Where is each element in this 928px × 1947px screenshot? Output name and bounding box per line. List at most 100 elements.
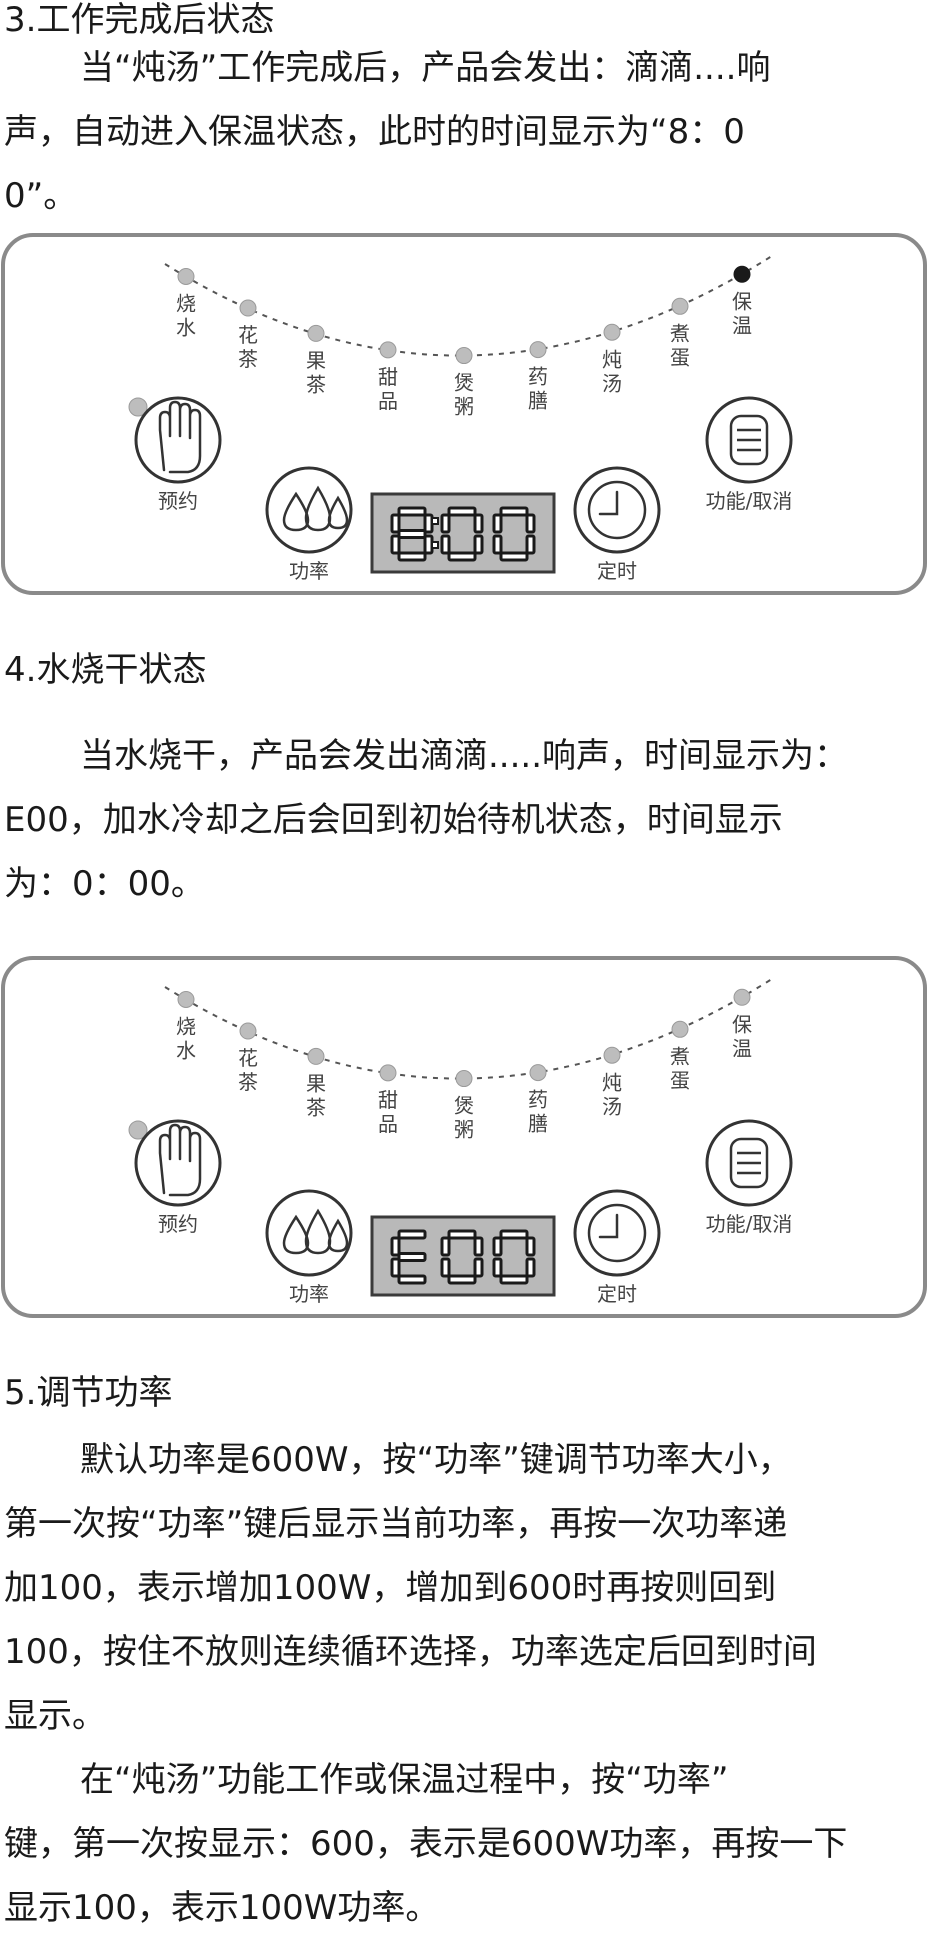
display-digit	[390, 1229, 427, 1285]
digit-segment	[397, 1252, 427, 1262]
digit-segment	[492, 1236, 503, 1257]
digit-segment	[440, 1236, 451, 1257]
mode-label-char: 膳	[528, 389, 548, 413]
text-line: 显示。	[4, 1696, 106, 1736]
panel-graphic: 烧水花茶果茶甜品煲粥药膳炖汤煮蛋保温预约功率定时功能/取消	[1, 233, 927, 595]
mode-label-char: 烧	[176, 291, 196, 315]
section-5-heading: 5.调节功率	[4, 1373, 173, 1413]
mode-label-char: 蛋	[670, 1068, 690, 1092]
digit-segment	[499, 1229, 529, 1240]
digit-segment	[390, 534, 401, 555]
mode-indicator-dot	[733, 265, 751, 283]
digit-segment	[440, 513, 451, 534]
function-cancel-button-label: 功能/取消	[706, 1212, 793, 1236]
mode-label-char: 品	[378, 389, 398, 413]
drop	[327, 495, 349, 530]
digit-segment	[499, 506, 529, 517]
mode-indicator-dot	[671, 297, 689, 315]
mode-label-char: 茶	[306, 372, 326, 396]
display-digit	[440, 1229, 484, 1285]
mode-indicator-dot	[307, 324, 325, 342]
section-3-heading: 3.工作完成后状态	[4, 0, 275, 40]
mode-label-char: 煲	[454, 371, 474, 395]
control-panel-dry: 烧水花茶果茶甜品煲粥药膳炖汤煮蛋保温预约功率定时功能/取消	[0, 955, 928, 1319]
digit-segment	[492, 513, 503, 534]
digit-segment	[440, 534, 451, 555]
display-digit	[390, 506, 434, 562]
mode-label-char: 煮	[670, 321, 690, 345]
mode-label-char: 膳	[528, 1112, 548, 1136]
mode-label-char: 汤	[602, 1094, 622, 1118]
mode-label-char: 汤	[602, 371, 622, 395]
mode-label-char: 甜	[378, 365, 398, 389]
mode-label-char: 炖	[602, 1070, 622, 1094]
text-line: 显示100，表示100W功率。	[4, 1888, 440, 1928]
digit-segment	[499, 551, 529, 562]
mode-label-char: 水	[176, 315, 196, 339]
digit-segment	[397, 1229, 427, 1240]
mode-indicator-dot	[529, 341, 547, 359]
mode-indicator-dot	[455, 347, 473, 365]
mode-label-char: 药	[528, 365, 548, 389]
mode-label-char: 茶	[238, 1070, 258, 1094]
timer-button-label: 定时	[597, 1282, 637, 1306]
section-3-text: 当“炖汤”工作完成后，产品会发出：滴滴....响 声，自动进入保温状态，此时的时…	[4, 36, 924, 228]
reserve-button-label: 预约	[158, 1212, 198, 1236]
mode-indicator-dot	[671, 1020, 689, 1038]
power-button-label: 功率	[289, 1282, 329, 1306]
text-line: 在“炖汤”功能工作或保温过程中，按“功率”	[80, 1760, 729, 1800]
panel-frame	[1, 233, 927, 595]
display-colon	[431, 541, 439, 549]
timer-button-label: 定时	[597, 559, 637, 583]
mode-indicator-dot	[239, 299, 257, 317]
text-line: 为：0：00。	[4, 864, 205, 904]
digit-segment	[473, 513, 484, 534]
digit-segment	[473, 1257, 484, 1278]
clock-hands	[598, 490, 619, 516]
reserve-button-label: 预约	[158, 489, 198, 513]
mode-label-char: 烧	[176, 1014, 196, 1038]
text-line: 键，第一次按显示：600，表示是600W功率，再按一下	[4, 1824, 848, 1864]
mode-label-char: 果	[306, 1071, 326, 1095]
mode-indicator-dot	[733, 988, 751, 1006]
mode-label-char: 品	[378, 1112, 398, 1136]
control-panel-finished: 烧水花茶果茶甜品煲粥药膳炖汤煮蛋保温预约功率定时功能/取消	[0, 232, 928, 596]
drop	[327, 1218, 349, 1253]
text-line: 当“炖汤”工作完成后，产品会发出：滴滴....响	[80, 48, 771, 88]
mode-indicator-dot	[379, 341, 397, 359]
text-line: 第一次按“功率”键后显示当前功率，再按一次功率递	[4, 1504, 788, 1544]
reserve-indicator-dot	[128, 1120, 148, 1140]
display-digit	[492, 1229, 536, 1285]
digit-segment	[499, 1274, 529, 1285]
drop	[304, 1208, 332, 1255]
mode-label-char: 甜	[378, 1088, 398, 1112]
digit-segment	[473, 534, 484, 555]
mode-label-char: 粥	[454, 1118, 474, 1142]
panel-frame	[1, 956, 927, 1318]
hand-icon	[158, 400, 202, 474]
digit-segment	[492, 1257, 503, 1278]
digit-segment	[447, 506, 477, 517]
digit-segment	[423, 513, 434, 534]
mode-label-char: 茶	[306, 1095, 326, 1119]
mode-label-char: 粥	[454, 395, 474, 419]
drops-icon	[282, 1208, 349, 1255]
digit-segment	[390, 513, 401, 534]
text-line: 100，按住不放则连续循环选择，功率选定后回到时间	[4, 1632, 817, 1672]
digit-segment	[525, 513, 536, 534]
digit-segment	[397, 529, 427, 539]
display-digit	[492, 506, 536, 562]
drop	[304, 485, 332, 532]
digit-segment	[397, 506, 427, 517]
digit-segment	[525, 1236, 536, 1257]
panel-graphic: 烧水花茶果茶甜品煲粥药膳炖汤煮蛋保温预约功率定时功能/取消	[1, 956, 927, 1318]
power-button	[265, 1189, 353, 1277]
hand-outline	[158, 1123, 202, 1197]
mode-label-char: 花	[238, 323, 258, 347]
section-4-heading: 4.水烧干状态	[4, 650, 207, 690]
mode-label-char: 保	[732, 289, 752, 313]
digit-segment	[473, 1236, 484, 1257]
display-colon	[431, 517, 439, 525]
text-line: 0”。	[4, 176, 78, 216]
power-button	[265, 466, 353, 554]
